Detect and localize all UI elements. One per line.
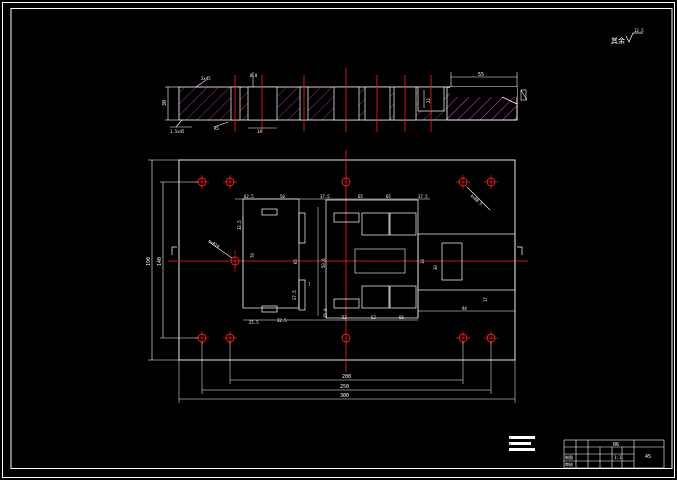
bottom-dim-f: 94 bbox=[462, 306, 467, 311]
plate-outline bbox=[178, 159, 516, 361]
overall-length-dim: 300 bbox=[340, 393, 349, 399]
bottom-dim-e: 66 bbox=[399, 315, 404, 320]
section-view: 30 1.5x45 2x45 0.8 R5 14 22 55 bbox=[162, 68, 528, 134]
section-width-dim: 55 bbox=[478, 72, 484, 78]
inner-pitch-dim: 200 bbox=[342, 374, 351, 380]
section-slot-dim: 14 bbox=[257, 129, 262, 134]
section-height-dim: 30 bbox=[162, 100, 168, 106]
title-checked: 审核 bbox=[565, 461, 573, 467]
inner-frame bbox=[10, 8, 673, 469]
section-callout-a: 2x45 bbox=[201, 76, 211, 81]
section-callout-b: R5 bbox=[214, 126, 219, 131]
right-dim-a: 10 bbox=[420, 259, 425, 264]
title-part-no: 06 bbox=[613, 442, 619, 448]
top-dim-c: 37.5 bbox=[320, 194, 330, 199]
bottom-dim-a: 25.5 bbox=[249, 320, 259, 325]
top-dim-d: 65 bbox=[358, 194, 363, 199]
top-dim-f: 37.5 bbox=[418, 194, 428, 199]
bottom-dim-d: 52 bbox=[371, 315, 376, 320]
left-dim-c: 27.5 bbox=[292, 290, 297, 300]
section-callout-c: 0.8 bbox=[250, 73, 258, 78]
notes-heading: 技术要求 bbox=[509, 429, 525, 435]
right-dim-c: 17 bbox=[483, 297, 488, 302]
hole-note-b: 4xØ8.5 bbox=[469, 193, 484, 207]
top-dim-b: 50 bbox=[280, 194, 285, 199]
mid-dim-a: 65 bbox=[293, 259, 298, 264]
section-chamfer-dim: 1.5x45 bbox=[170, 129, 185, 134]
bottom-dim-c: 52 bbox=[342, 315, 347, 320]
left-dim-b: 70 bbox=[250, 253, 255, 258]
top-dim-a: 62.5 bbox=[244, 194, 254, 199]
plan-view: 6xØ10 4xØ8.5 62.5 50 37.5 65 65 37.5 25.… bbox=[146, 150, 528, 403]
inner-height-dim: 140 bbox=[157, 257, 163, 266]
title-scale: 1:1 bbox=[614, 455, 622, 460]
notes-line1: 1. bbox=[509, 437, 514, 442]
mark-label: 7 bbox=[308, 282, 311, 287]
title-material: 45 bbox=[645, 454, 651, 460]
title-block bbox=[563, 439, 665, 469]
mid-dim-c: 15.6 bbox=[323, 308, 328, 318]
technical-notes: 技术要求 1. 2. bbox=[509, 429, 535, 451]
mid-dim-b: 50.6 bbox=[321, 258, 326, 268]
surface-note-text: 其余 bbox=[611, 36, 625, 45]
overall-height-dim: 190 bbox=[146, 257, 152, 266]
hole bbox=[341, 333, 351, 343]
hole-note-a: 6xØ10 bbox=[208, 239, 221, 250]
outer-pitch-dim: 250 bbox=[340, 384, 349, 390]
left-dim-a: 32.5 bbox=[237, 220, 242, 230]
notes-line2: 2. bbox=[509, 443, 514, 448]
roughness-note: 其余 12.5 bbox=[611, 28, 644, 45]
section-depth-dim: 22 bbox=[426, 98, 431, 103]
top-dim-e: 65 bbox=[386, 194, 391, 199]
bottom-dim-b: 32.5 bbox=[277, 318, 287, 323]
roughness-value: 12.5 bbox=[634, 28, 644, 33]
right-dim-b: 30 bbox=[433, 265, 438, 270]
title-drawn: 制图 bbox=[565, 454, 573, 460]
hole bbox=[341, 177, 351, 187]
